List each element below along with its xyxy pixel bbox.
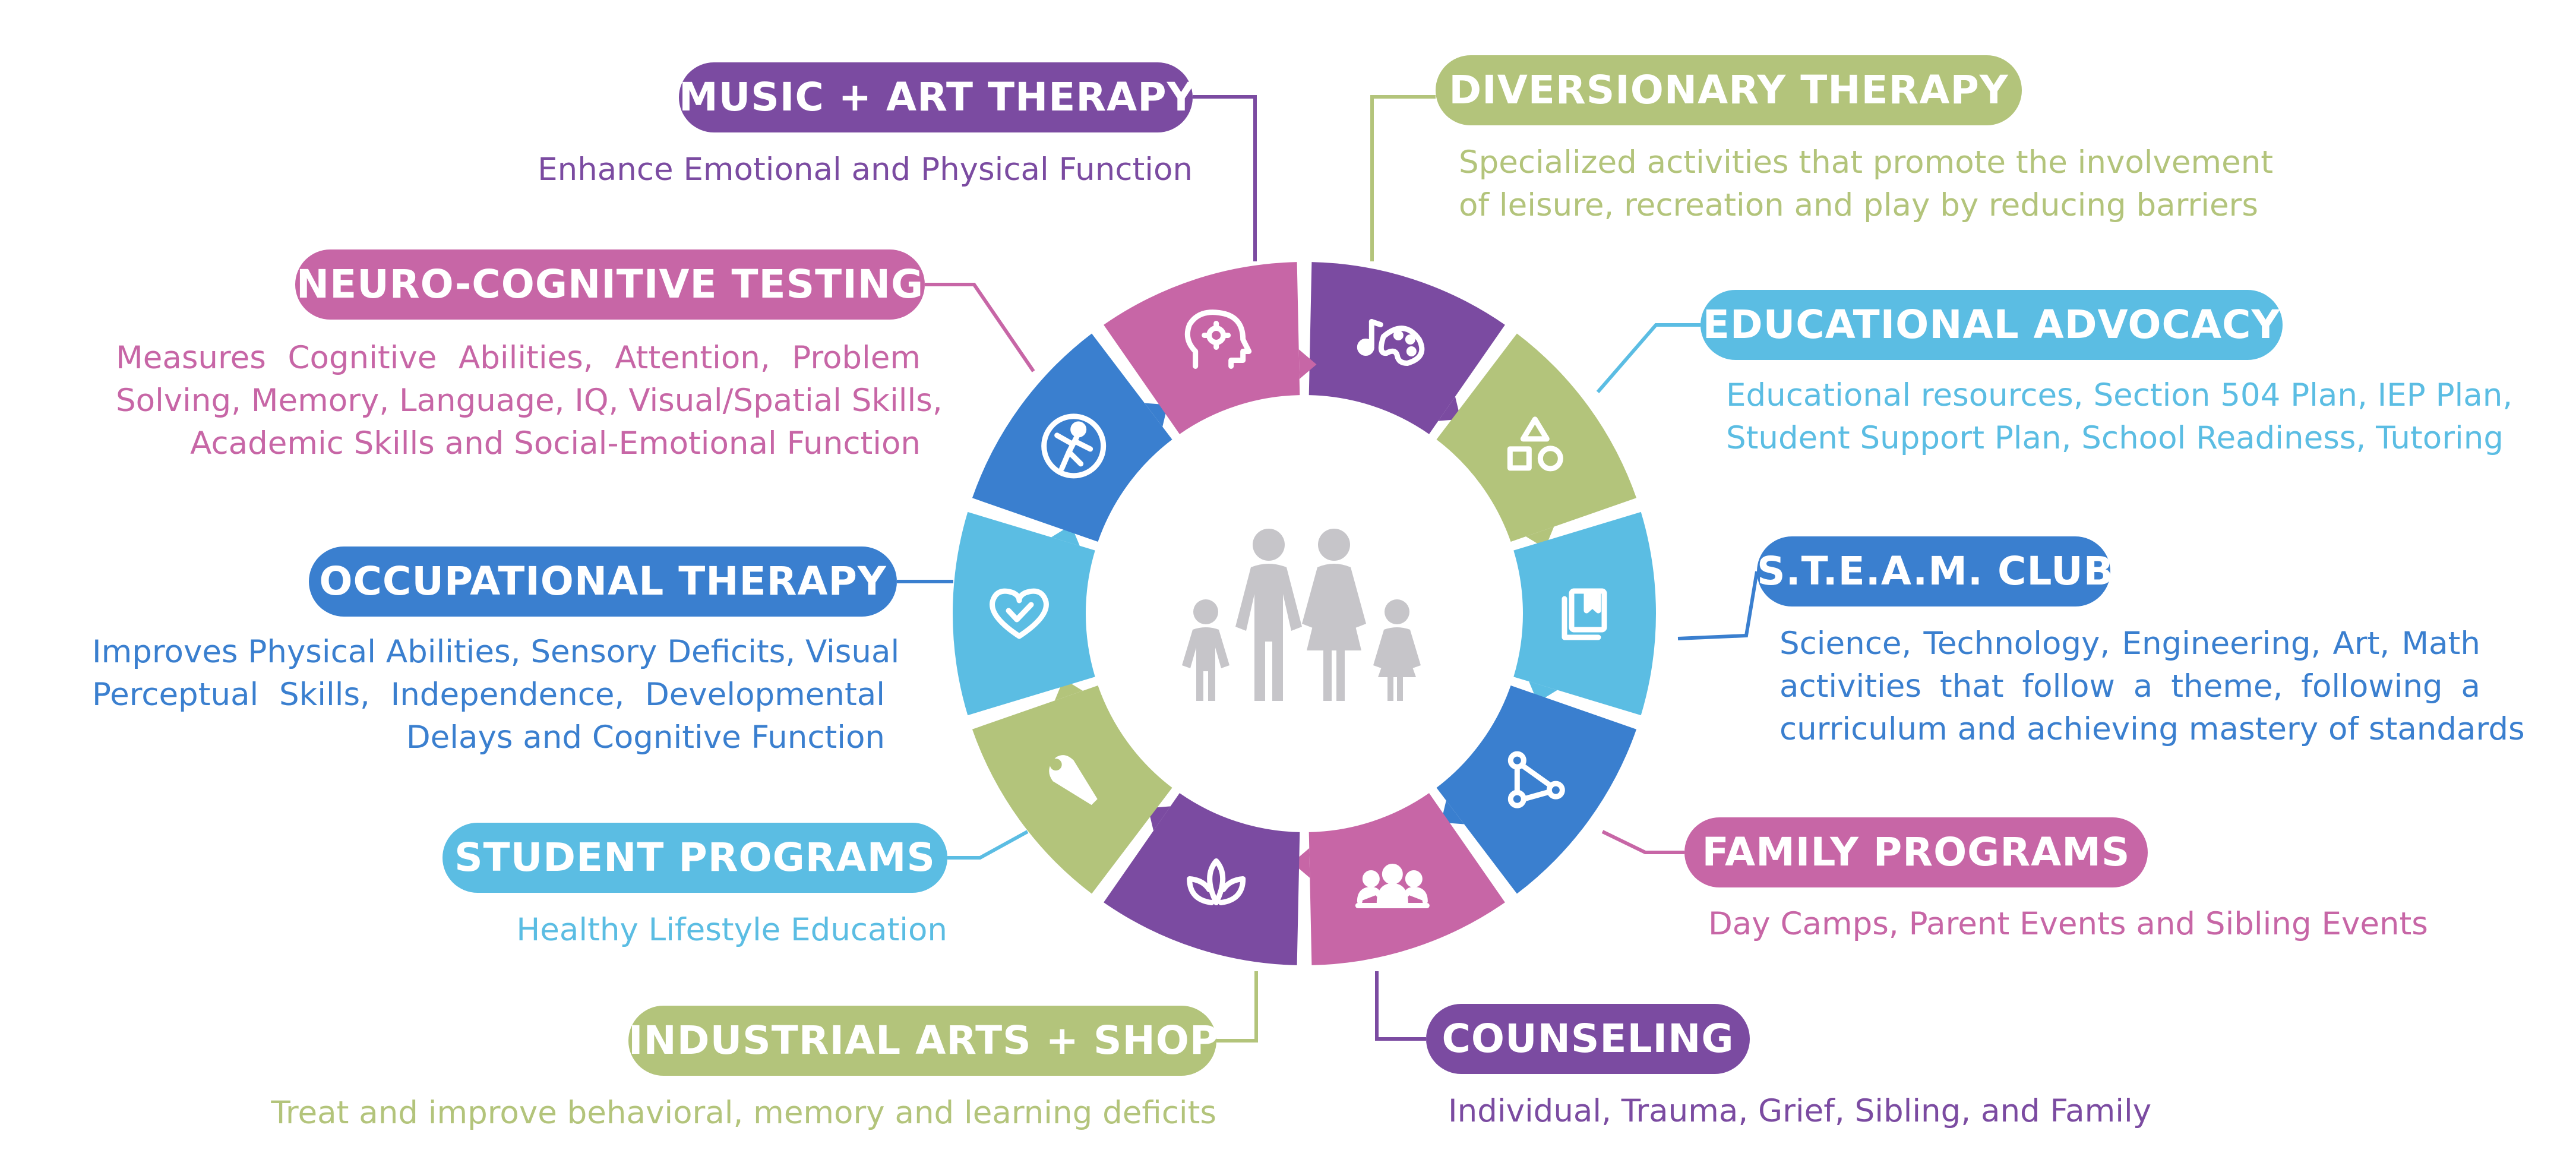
description-line: of leisure, recreation and play by reduc… [1459,187,2258,223]
ring-arrow-counseling [1148,806,1171,831]
description-line: Academic Skills and Social-Emotional Fun… [190,425,921,462]
connector-neuro [925,283,1035,372]
lotus-icon [1187,858,1246,906]
description-steam: Science, Technology, Engineering, Art, M… [1780,623,2525,751]
segment-icons [990,309,1607,909]
network-icon [1507,751,1565,808]
description-line: Delays and Cognitive Function [406,719,885,756]
connector-family [1601,830,1684,854]
description-line: Healthy Lifestyle Education [516,912,947,948]
description-line: Science, Technology, Engineering, Art, M… [1780,626,2480,662]
title-industrial: INDUSTRIAL ARTS + SHOP [628,1006,1218,1076]
description-industrial: Treat and improve behavioral, memory and… [271,1092,1216,1135]
description-line: Improves Physical Abilities, Sensory Def… [92,634,900,670]
connector-industrial [1216,971,1258,1043]
ring-segment-steam [1436,685,1637,894]
connector-educational [1596,323,1701,393]
connector-student [947,830,1029,860]
ring-segment-educational [1513,511,1656,716]
heart-check-icon [990,588,1049,639]
description-line: Treat and improve behavioral, memory and… [271,1095,1216,1131]
description-line: Educational resources, Section 504 Plan,… [1726,377,2513,413]
description-line: curriculum and achieving mastery of stan… [1780,711,2525,747]
connector-counseling [1375,971,1426,1041]
family-icon [1182,529,1421,701]
description-family: Day Camps, Parent Events and Sibling Eve… [1708,903,2428,946]
description-line: Day Camps, Parent Events and Sibling Eve… [1708,906,2428,942]
connector-diversionary [1370,95,1436,261]
ring-segment-occupational [972,333,1172,542]
description-line: Perceptual Skills, Independence, Develop… [92,677,885,713]
ring-arrow-neuro [1298,349,1317,380]
title-educational: EDUCATIONAL ADVOCACY [1701,290,2283,360]
ring-segment-music [1308,262,1505,434]
description-line: Enhance Emotional and Physical Function [538,151,1193,188]
ring-arrow-steam [1440,800,1465,824]
group-icon [1355,864,1430,909]
title-diversionary: DIVERSIONARY THERAPY [1436,55,2022,125]
music-palette-icon [1357,318,1425,366]
connector-steam [1677,571,1759,640]
connector-music [1193,95,1257,261]
ring-segments [953,262,1656,965]
description-diversionary: Specialized activities that promote the … [1459,141,2273,227]
ring-arrow-occupational [1144,403,1168,427]
ring-arrow-music [1438,396,1461,421]
connector-lines [897,95,1759,1043]
brain-gear-icon [1184,309,1252,369]
description-line: Student Support Plan, School Readiness, … [1726,420,2504,456]
description-educational: Educational resources, Section 504 Plan,… [1726,374,2512,460]
description-student: Healthy Lifestyle Education [516,909,947,952]
description-music: Enhance Emotional and Physical Function [538,149,1193,191]
ring-segment-neuro [1104,262,1300,434]
title-counseling: COUNSELING [1426,1004,1750,1074]
description-counseling: Individual, Trauma, Grief, Sibling, and … [1448,1090,2151,1133]
ring-segment-counseling [1104,793,1300,965]
title-neuro: NEURO-COGNITIVE TESTING [295,249,925,320]
shapes-icon [1507,416,1563,472]
books-icon [1562,588,1607,640]
title-family: FAMILY PROGRAMS [1684,817,2148,887]
climbing-figure-icon [1041,413,1107,479]
description-neuro: Measures Cognitive Abilities, Attention,… [116,337,943,465]
title-music: MUSIC + ART THERAPY [679,62,1195,132]
wrench-icon [1049,755,1098,805]
title-occupational: OCCUPATIONAL THERAPY [309,546,897,617]
description-line: activities that follow a theme, followin… [1780,668,2480,705]
title-steam: S.T.E.A.M. CLUB [1757,536,2113,606]
description-line: Individual, Trauma, Grief, Sibling, and … [1448,1093,2152,1129]
description-line: Solving, Memory, Language, IQ, Visual/Sp… [116,383,943,419]
title-student: STUDENT PROGRAMS [442,823,947,893]
description-occupational: Improves Physical Abilities, Sensory Def… [92,631,900,759]
description-line: Specialized activities that promote the … [1459,144,2274,181]
description-line: Measures Cognitive Abilities, Attention,… [116,340,921,376]
ring-arrow-family [1292,848,1310,878]
